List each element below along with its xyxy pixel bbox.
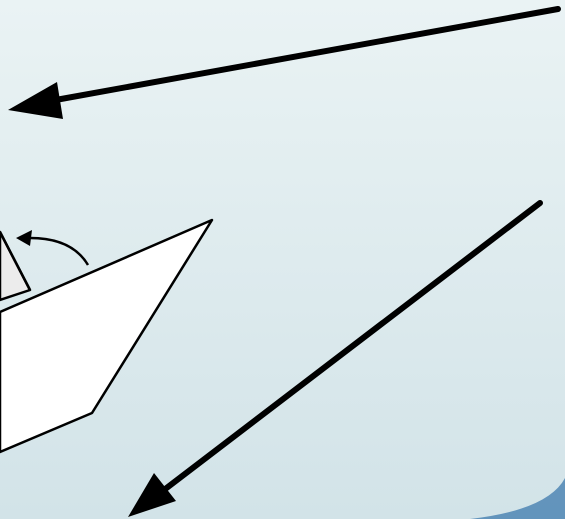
curved-arrow (29, 236, 90, 266)
arrow-upper-left (47, 6, 561, 104)
accent-edge (470, 478, 565, 519)
arrow-upper-left-head (8, 82, 63, 119)
arrow-lower-left (157, 200, 543, 496)
arrow-lower-left-head (128, 473, 176, 517)
paper-boat-shape (0, 218, 214, 454)
boat-fold-line (0, 231, 32, 291)
curved-arrow-head (16, 230, 32, 246)
